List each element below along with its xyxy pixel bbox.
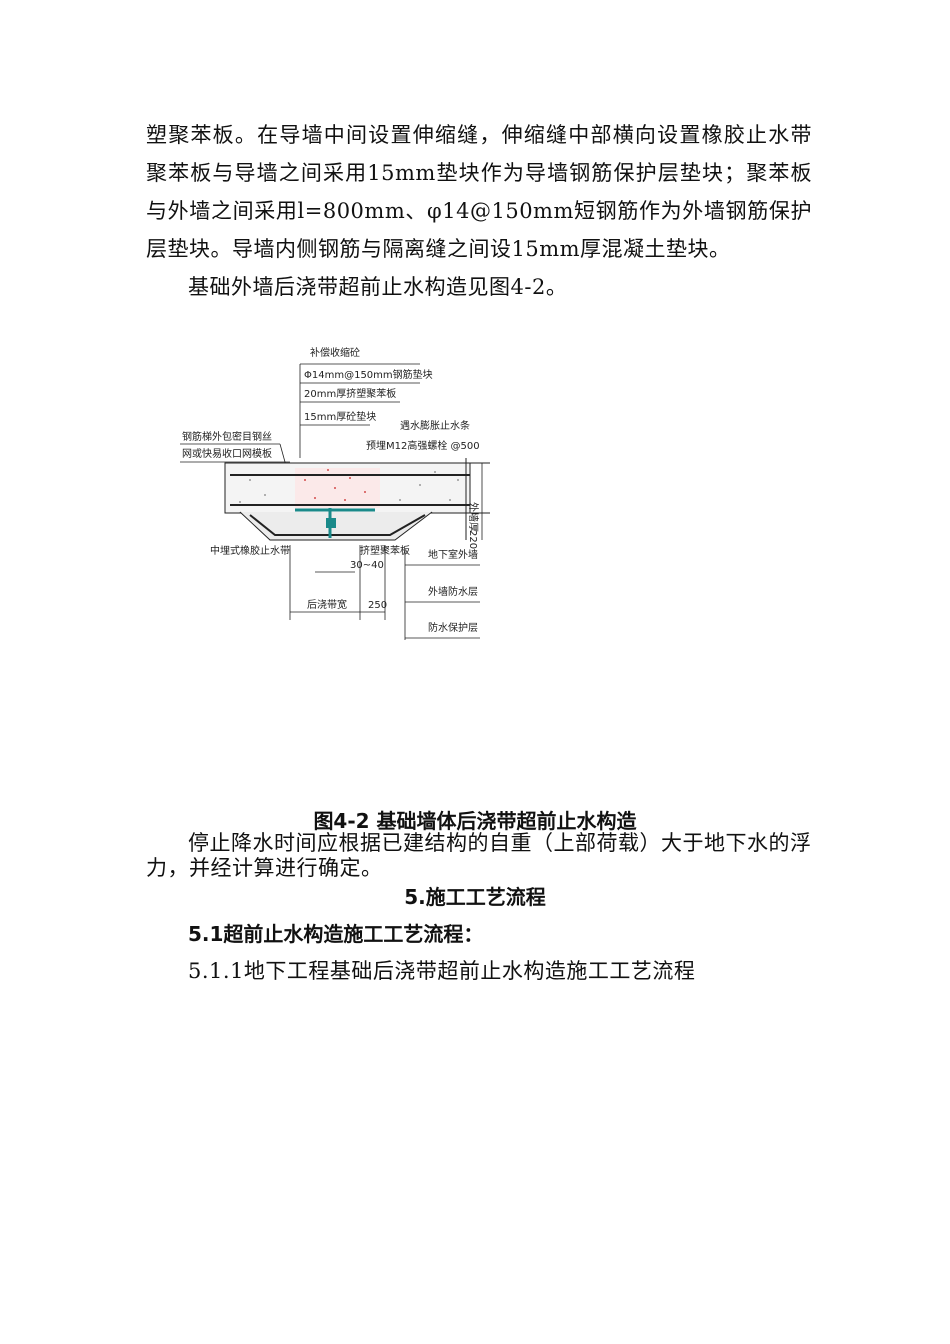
label-swelling-waterstop: 遇水膨胀止水条 (400, 419, 470, 432)
section-heading: 5.施工工艺流程 (404, 885, 546, 909)
label-protection-layer: 防水保护层 (428, 621, 478, 634)
paragraph-figure-reference: 基础外墙后浇带超前止水构造见图4-2。 (188, 275, 568, 299)
label-basement-wall: 地下室外墙 (428, 548, 478, 561)
label-embedded-bolt: 预埋M12高强螺栓 @500 (366, 439, 480, 452)
label-compensating-concrete: 补偿收缩砼 (310, 346, 360, 359)
label-xps-board-20mm: 20mm厚挤塑聚苯板 (304, 387, 396, 400)
paragraph-protection-details: 塑聚苯板。在导墙中间设置伸缩缝，伸缩缝中部横向设置橡胶止水带聚苯板与导墙之间采用… (146, 123, 812, 261)
label-embedded-waterstop: 中埋式橡胶止水带 (210, 544, 290, 557)
label-steel-mesh-1: 钢筋梯外包密目钢丝 (182, 430, 272, 443)
dim-220: 220 (467, 530, 478, 549)
label-concrete-spacer-15mm: 15mm厚砼垫块 (304, 410, 376, 423)
label-xps-board: 挤塑聚苯板 (360, 544, 410, 557)
label-steel-mesh-2: 网或快易收口网模板 (182, 447, 272, 460)
dim-pour-strip-width: 后浇带宽 (307, 598, 347, 611)
subsection-heading: 5.1超前止水构造施工工艺流程： (188, 922, 484, 946)
waterstop-diagram: 补偿收缩砼 Φ14mm@150mm钢筋垫块 20mm厚挤塑聚苯板 15mm厚砼垫… (180, 346, 490, 640)
figure-caption: 图4-2 基础墙体后浇带超前止水构造 (313, 809, 637, 833)
label-rebar-spacer: Φ14mm@150mm钢筋垫块 (304, 368, 433, 381)
step-text: 5.1.1地下工程基础后浇带超前止水构造施工工艺流程 (188, 959, 696, 983)
dim-250: 250 (368, 600, 387, 611)
label-waterproof-layer: 外墙防水层 (428, 585, 478, 598)
dim-wall-thickness: 外墙厚 (467, 502, 480, 532)
dim-30-40: 30~40 (350, 560, 384, 571)
paragraph-dewatering: 停止降水时间应根据已建结构的自重（上部荷载）大于地下水的浮力，并经计算进行确定。 (146, 831, 812, 880)
